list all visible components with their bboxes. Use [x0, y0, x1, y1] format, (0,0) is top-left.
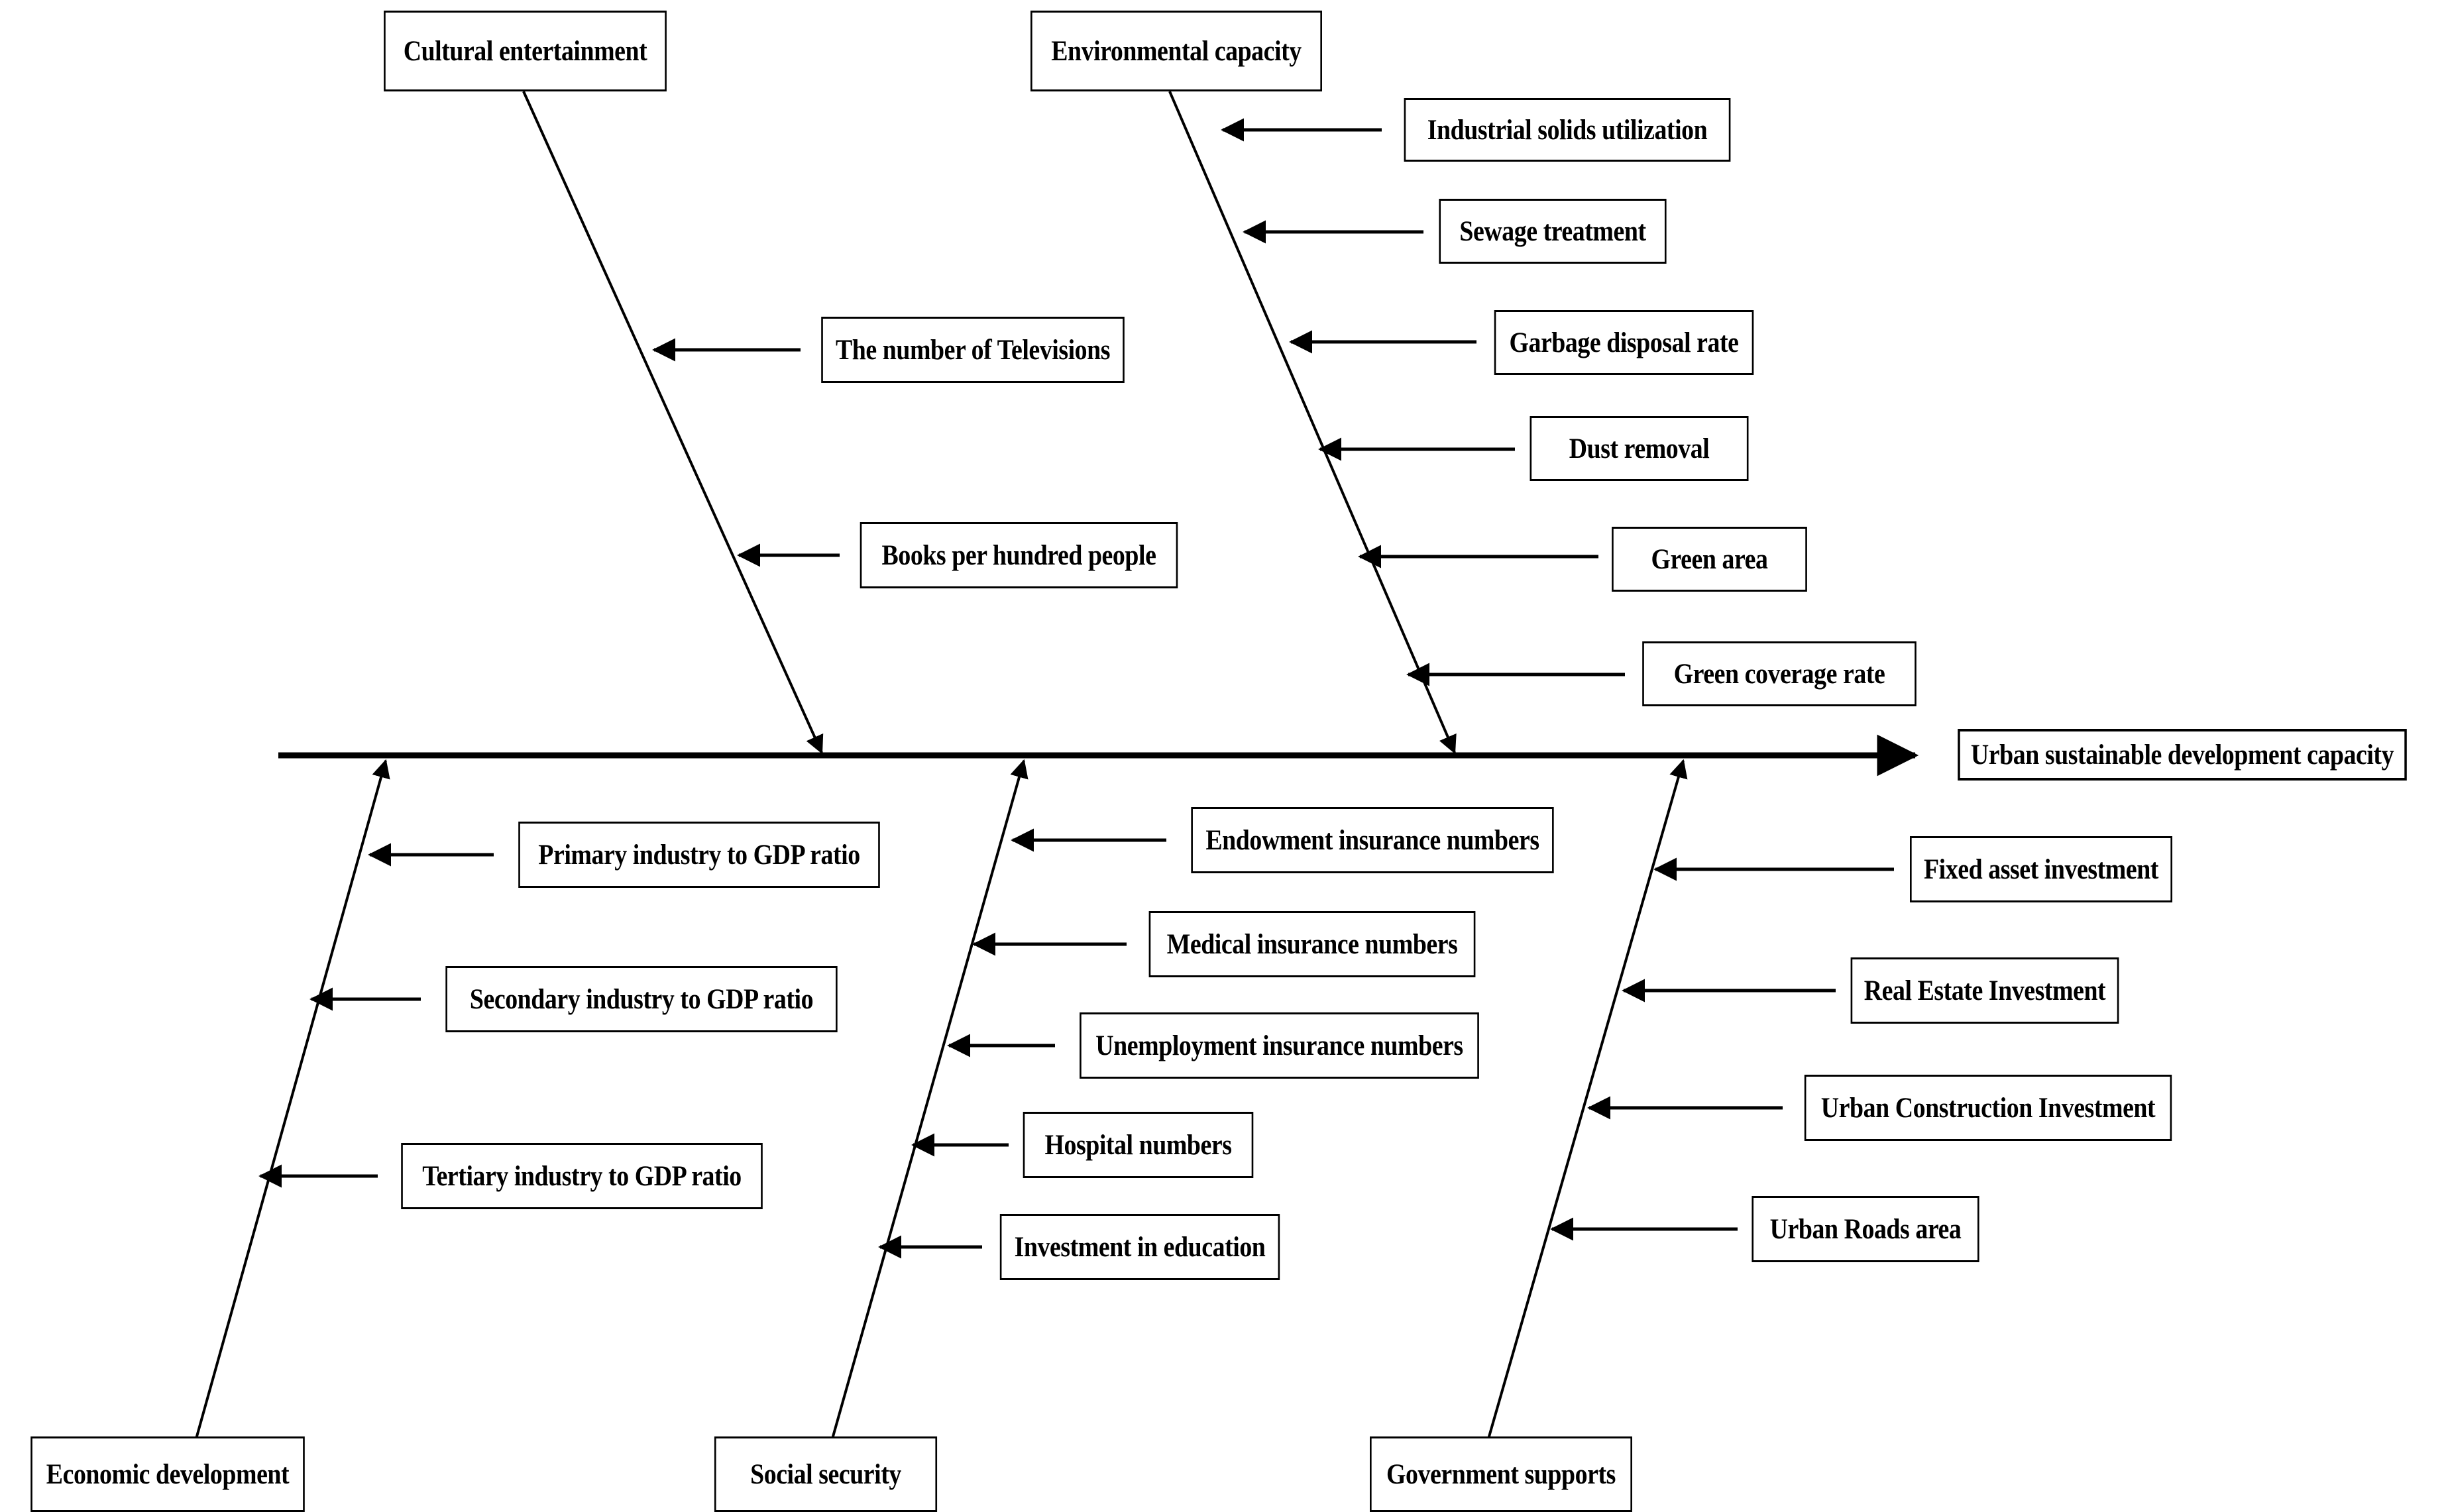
cause-label-medical-insurance-numbers: Medical insurance numbers	[1166, 928, 1458, 960]
branch-line-government-supports	[1486, 759, 1688, 1442]
branch-environmental-capacity	[1168, 91, 1625, 755]
effect-box-label: Urban sustainable development capacity	[1970, 739, 2394, 771]
cause-label-urban-roads-area: Urban Roads area	[1769, 1213, 1962, 1245]
cause-box-unemployment-insurance-numbers[interactable]: Unemployment insurance numbers	[1080, 1012, 1479, 1079]
cause-box-fixed-asset-investment[interactable]: Fixed asset investment	[1910, 836, 2172, 902]
cause-box-green-coverage-rate[interactable]: Green coverage rate	[1642, 641, 1917, 706]
cause-box-books-per-hundred-people[interactable]: Books per hundred people	[860, 522, 1178, 588]
branch-line-social-security	[830, 759, 1029, 1442]
cause-label-green-coverage-rate: Green coverage rate	[1673, 658, 1885, 690]
cause-box-secondary-industry-to-gdp-ratio[interactable]: Secondary industry to GDP ratio	[445, 966, 838, 1032]
branch-cultural-entertainment	[522, 91, 840, 755]
cause-label-hospital-numbers: Hospital numbers	[1044, 1129, 1232, 1161]
cause-box-medical-insurance-numbers[interactable]: Medical insurance numbers	[1148, 911, 1476, 977]
category-label-economic-development: Economic development	[46, 1458, 290, 1490]
cause-box-industrial-solids-utilization[interactable]: Industrial solids utilization	[1404, 98, 1731, 162]
cause-label-sewage-treatment: Sewage treatment	[1459, 215, 1646, 247]
category-box-cultural-entertainment[interactable]: Cultural entertainment	[384, 11, 667, 91]
category-box-economic-development[interactable]: Economic development	[30, 1436, 305, 1512]
cause-box-dust-removal[interactable]: Dust removal	[1530, 416, 1749, 481]
category-box-environmental-capacity[interactable]: Environmental capacity	[1030, 11, 1322, 91]
branch-economic-development	[194, 759, 494, 1442]
branch-line-cultural-entertainment	[522, 91, 824, 755]
cause-box-primary-industry-to-gdp-ratio[interactable]: Primary industry to GDP ratio	[518, 822, 880, 888]
category-label-environmental-capacity: Environmental capacity	[1051, 35, 1302, 67]
cause-box-the-number-of-televisions[interactable]: The number of Televisions	[821, 317, 1125, 383]
branch-social-security	[830, 759, 1166, 1442]
cause-box-investment-in-education[interactable]: Investment in education	[999, 1214, 1280, 1280]
category-box-government-supports[interactable]: Government supports	[1370, 1436, 1632, 1512]
category-label-social-security: Social security	[750, 1458, 901, 1490]
cause-label-garbage-disposal-rate: Garbage disposal rate	[1509, 327, 1739, 358]
category-label-government-supports: Government supports	[1386, 1458, 1616, 1490]
cause-box-real-estate-investment[interactable]: Real Estate Investment	[1850, 957, 2119, 1024]
cause-box-urban-construction-investment[interactable]: Urban Construction Investment	[1804, 1075, 2172, 1141]
cause-label-industrial-solids-utilization: Industrial solids utilization	[1427, 114, 1708, 146]
cause-label-the-number-of-televisions: The number of Televisions	[835, 334, 1111, 366]
cause-box-green-area[interactable]: Green area	[1612, 527, 1807, 592]
cause-label-secondary-industry-to-gdp-ratio: Secondary industry to GDP ratio	[469, 983, 814, 1015]
cause-box-urban-roads-area[interactable]: Urban Roads area	[1752, 1196, 1979, 1262]
category-box-social-security[interactable]: Social security	[714, 1436, 938, 1512]
cause-box-sewage-treatment[interactable]: Sewage treatment	[1439, 199, 1667, 264]
cause-label-green-area: Green area	[1651, 543, 1768, 575]
cause-label-dust-removal: Dust removal	[1569, 433, 1710, 464]
cause-label-primary-industry-to-gdp-ratio: Primary industry to GDP ratio	[538, 839, 860, 871]
cause-label-tertiary-industry-to-gdp-ratio: Tertiary industry to GDP ratio	[422, 1160, 742, 1192]
cause-label-endowment-insurance-numbers: Endowment insurance numbers	[1205, 824, 1539, 856]
cause-label-investment-in-education: Investment in education	[1014, 1231, 1266, 1263]
effect-box-urban-sustainable-development-capacity[interactable]: Urban sustainable development capacity	[1958, 729, 2407, 781]
branch-line-environmental-capacity	[1168, 91, 1457, 755]
branch-government-supports	[1486, 759, 1894, 1442]
category-label-cultural-entertainment: Cultural entertainment	[403, 35, 647, 67]
cause-label-urban-construction-investment: Urban Construction Investment	[1820, 1092, 2156, 1124]
cause-box-tertiary-industry-to-gdp-ratio[interactable]: Tertiary industry to GDP ratio	[401, 1143, 763, 1209]
cause-box-endowment-insurance-numbers[interactable]: Endowment insurance numbers	[1191, 807, 1554, 873]
cause-label-books-per-hundred-people: Books per hundred people	[881, 539, 1156, 571]
cause-label-unemployment-insurance-numbers: Unemployment insurance numbers	[1095, 1030, 1463, 1061]
cause-label-fixed-asset-investment: Fixed asset investment	[1924, 853, 2158, 885]
branch-line-economic-development	[194, 759, 390, 1442]
cause-box-hospital-numbers[interactable]: Hospital numbers	[1023, 1112, 1254, 1178]
cause-box-garbage-disposal-rate[interactable]: Garbage disposal rate	[1494, 310, 1754, 375]
cause-label-real-estate-investment: Real Estate Investment	[1864, 975, 2106, 1006]
